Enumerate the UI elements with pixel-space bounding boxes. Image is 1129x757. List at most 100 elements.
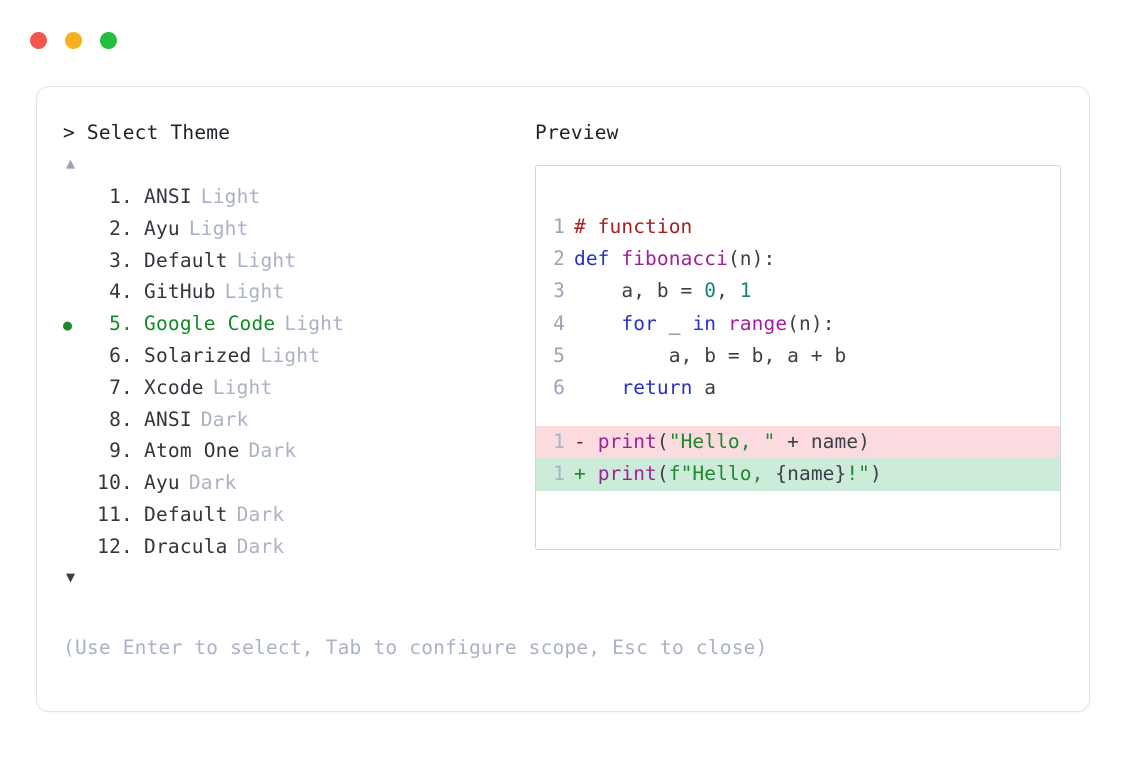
close-button[interactable] — [30, 32, 47, 49]
code-token — [574, 312, 621, 335]
code-line: 1 # function — [536, 211, 1060, 243]
theme-item-name: GitHub — [144, 280, 216, 304]
code-token: {name} — [775, 462, 847, 486]
code-token: return — [621, 375, 693, 399]
theme-item-variant: Light — [224, 280, 285, 304]
code-blank-line — [536, 404, 1060, 426]
theme-item-name: Xcode — [144, 375, 204, 399]
code-token — [716, 312, 728, 335]
theme-list-item[interactable]: ● 5. Google Code Light — [63, 308, 533, 340]
theme-list-item[interactable]: 4. GitHub Light — [63, 276, 533, 308]
code-token: 0 — [704, 279, 717, 303]
prompt-spacer — [75, 121, 87, 144]
theme-item-variant: Light — [212, 375, 273, 399]
theme-item-name: Default — [144, 502, 228, 526]
scroll-up-icon[interactable]: ▲ — [66, 154, 76, 172]
diff-line-del: 1- print("Hello, " + name) — [536, 426, 1060, 459]
code-token: print — [597, 430, 657, 454]
code-token: fibonacci — [621, 247, 728, 271]
prompt-caret-icon: > — [63, 121, 75, 144]
code-token: def — [574, 247, 622, 271]
minimize-button[interactable] — [65, 32, 82, 49]
code-token: + — [574, 462, 598, 486]
theme-item-variant: Light — [260, 343, 321, 367]
code-line-text: # function — [574, 211, 692, 243]
theme-item-number: 5. — [109, 312, 133, 336]
line-number: 6 — [553, 375, 565, 399]
maximize-button[interactable] — [100, 32, 117, 49]
code-line-text: def fibonacci(n): — [574, 243, 775, 275]
code-token: _ — [656, 311, 693, 335]
theme-item-variant: Dark — [188, 471, 237, 495]
code-token: for — [621, 311, 657, 335]
page-title: Select Theme — [86, 121, 231, 144]
theme-item-number: 12. — [97, 534, 133, 558]
line-number: 3 — [553, 279, 565, 303]
line-number: 1 — [553, 462, 565, 486]
theme-item-number: 4. — [109, 280, 133, 304]
code-token: ( — [656, 462, 669, 486]
theme-list-item[interactable]: 3. Default Light — [63, 245, 533, 277]
theme-item-name: Solarized — [144, 343, 252, 367]
theme-item-number: 9. — [109, 439, 133, 463]
code-token: "Hello, " — [668, 430, 776, 454]
code-token: in — [692, 311, 717, 335]
scroll-down-icon[interactable]: ▼ — [66, 567, 76, 586]
code-line-text: return a — [574, 372, 716, 404]
code-token: range — [727, 311, 788, 335]
selected-bullet-icon: ● — [63, 316, 73, 335]
code-line-text: + print(f"Hello, {name}!") — [574, 458, 882, 490]
code-token: a — [692, 375, 717, 399]
line-number: 1 — [553, 215, 565, 238]
prompt-row: > Select Theme — [63, 117, 533, 149]
theme-item-name: Google Code — [144, 312, 276, 336]
theme-item-name: Ayu — [144, 216, 180, 240]
code-token: , — [716, 279, 740, 303]
code-token: (n): — [787, 311, 835, 335]
code-token: print — [597, 462, 657, 486]
theme-item-number: 8. — [109, 407, 133, 431]
theme-item-name: Default — [144, 248, 228, 272]
theme-list-item[interactable]: 6. Solarized Light — [63, 340, 533, 372]
code-token: ( — [656, 430, 669, 454]
code-token: f"Hello, — [668, 462, 776, 486]
theme-item-variant: Light — [188, 216, 249, 240]
theme-item-variant: Dark — [248, 439, 297, 463]
line-number: 4 — [553, 311, 565, 335]
preview-label: Preview — [535, 121, 619, 144]
code-line: 3 a, b = 0, 1 — [536, 275, 1060, 307]
theme-item-number: 1. — [109, 185, 133, 208]
theme-item-variant: Light — [236, 248, 297, 272]
theme-item-number: 3. — [109, 248, 133, 272]
code-line: 4 for _ in range(n): — [536, 308, 1060, 340]
theme-item-name: ANSI — [144, 407, 192, 431]
code-line-text: for _ in range(n): — [574, 308, 835, 340]
code-token: ) — [870, 462, 882, 486]
code-line-text: a, b = b, a + b — [574, 340, 847, 372]
code-line-text: a, b = 0, 1 — [574, 275, 752, 307]
code-token: (n): — [727, 247, 776, 271]
code-token: - — [574, 430, 598, 454]
line-number: 5 — [553, 343, 565, 367]
line-number: 1 — [553, 430, 565, 454]
theme-item-number: 6. — [109, 343, 133, 367]
keyboard-hint: (Use Enter to select, Tab to configure s… — [63, 636, 768, 659]
code-line: 6 return a — [536, 372, 1060, 404]
code-token: !" — [846, 462, 871, 486]
theme-item-variant: Light — [284, 312, 345, 336]
theme-item-name: Dracula — [144, 534, 228, 558]
